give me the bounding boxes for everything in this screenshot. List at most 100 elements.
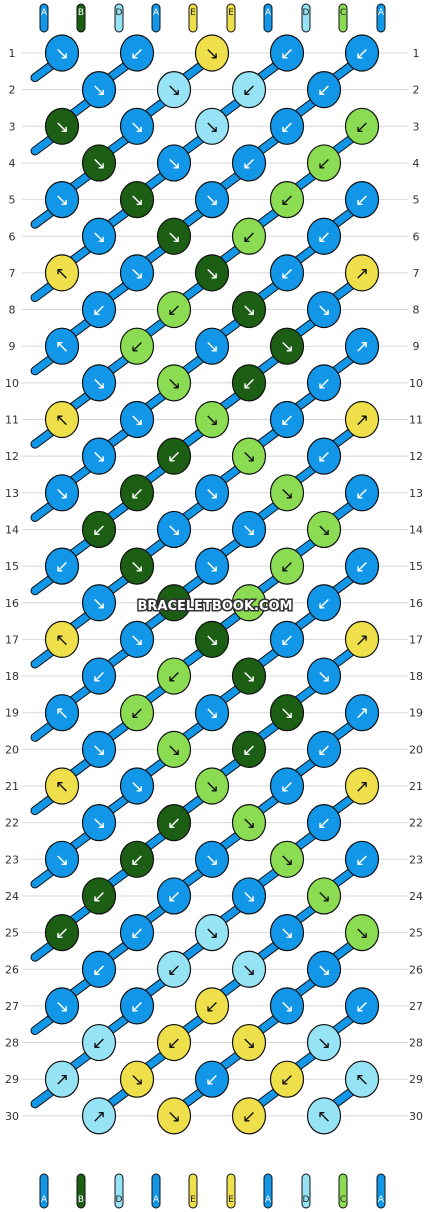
knot: ↙ xyxy=(156,1023,192,1062)
knot: ↙ xyxy=(194,1060,230,1098)
strand-segment xyxy=(218,611,243,631)
strand-segment xyxy=(68,98,93,118)
knot: ↙ xyxy=(306,804,342,842)
row-number-left: 3 xyxy=(9,120,16,133)
knot-arrow: ↗ xyxy=(355,777,369,797)
strand-segment xyxy=(106,867,131,888)
knot: ↙ xyxy=(231,144,267,182)
knot: ↙ xyxy=(269,400,305,439)
knot: ↙ xyxy=(156,657,192,695)
knot-arrow: ↘ xyxy=(55,997,69,1017)
knot-arrow: ↘ xyxy=(242,814,256,834)
knot: ↗ xyxy=(344,327,380,365)
strand-letter-top: E xyxy=(190,8,196,18)
knot-shape xyxy=(156,950,192,988)
knot: ↙ xyxy=(231,364,267,402)
knot-arrow: ↘ xyxy=(242,960,256,980)
knot-shape xyxy=(44,913,80,952)
strand-letter-bottom: A xyxy=(265,1195,272,1205)
knot-arrow: ↙ xyxy=(242,154,256,174)
strand-segment xyxy=(68,537,93,558)
strand-letter-bottom: D xyxy=(116,1195,123,1205)
strand-segment xyxy=(218,1051,243,1071)
strand-segment xyxy=(293,977,318,998)
strand-segment xyxy=(293,537,318,558)
row-number-right: 15 xyxy=(409,560,423,573)
strand-segment xyxy=(143,318,168,338)
knot-shape xyxy=(344,547,380,585)
knot-arrow: ↗ xyxy=(55,1070,69,1090)
knot-arrow: ↗ xyxy=(92,1107,106,1127)
knot-shape xyxy=(194,840,230,878)
strand-letter-top: B xyxy=(78,8,84,18)
row-number-right: 14 xyxy=(409,523,423,536)
knot-arrow: ↖ xyxy=(55,264,69,284)
knot: ↘ xyxy=(231,290,267,329)
row-number-right: 21 xyxy=(409,780,423,793)
knot-shape xyxy=(44,840,80,878)
knot-shape xyxy=(231,510,267,549)
knot: ↙ xyxy=(269,107,305,145)
knot: ↙ xyxy=(119,34,155,72)
knot-arrow: ↘ xyxy=(92,447,106,467)
knot-arrow: ↘ xyxy=(167,227,181,247)
knot-arrow: ↙ xyxy=(280,44,294,64)
knot: ↘ xyxy=(81,437,117,475)
strand-segment xyxy=(218,171,243,192)
knot: ↙ xyxy=(344,181,380,219)
knot-shape xyxy=(194,694,230,732)
knot-shape xyxy=(306,290,342,329)
strand-segment xyxy=(256,61,281,82)
knot: ↗ xyxy=(344,620,380,659)
knot: ↙ xyxy=(156,877,192,915)
strand-segment xyxy=(331,281,356,302)
knot-arrow: ↘ xyxy=(205,924,219,944)
knot-arrow: ↙ xyxy=(317,81,331,101)
knot-shape xyxy=(344,913,380,952)
strand-segments xyxy=(30,3,386,1209)
knot-arrow: ↘ xyxy=(92,227,106,247)
knot-arrow: ↙ xyxy=(280,117,294,137)
knot-arrow: ↘ xyxy=(242,667,256,687)
knot: ↘ xyxy=(231,950,267,988)
knot-shape xyxy=(269,767,305,805)
knot-shape xyxy=(156,71,192,109)
knot-shape xyxy=(269,840,305,878)
strand-segment xyxy=(293,831,318,851)
knot-shape xyxy=(81,804,117,842)
knot-shape xyxy=(306,584,342,622)
strand-segment xyxy=(143,464,168,485)
knot-shape xyxy=(344,34,380,72)
knot-arrow: ↘ xyxy=(205,264,219,284)
knot-arrow: ↘ xyxy=(205,557,219,577)
knot-shape xyxy=(269,254,305,292)
knot: ↘ xyxy=(44,181,80,219)
strand-segment xyxy=(181,281,206,302)
knot-arrow: ↙ xyxy=(205,997,219,1017)
knot-arrow: ↘ xyxy=(205,704,219,724)
strand-segment xyxy=(256,428,281,448)
knot-arrow: ↘ xyxy=(167,594,181,614)
knot-arrow: ↘ xyxy=(130,630,144,650)
knot-shape xyxy=(194,474,230,512)
knot: ↘ xyxy=(119,400,155,439)
row-number-right: 19 xyxy=(409,707,423,720)
knot-shape xyxy=(81,584,117,622)
knot-shape xyxy=(119,1060,155,1098)
knot-shape xyxy=(194,913,230,952)
strand-letter-bottom: C xyxy=(340,1195,346,1205)
strand-segment xyxy=(181,428,206,448)
strand-segment xyxy=(181,208,206,228)
knot-shape xyxy=(344,400,380,439)
knot-arrow: ↙ xyxy=(55,924,69,944)
strand-segment xyxy=(106,1087,131,1108)
knot-shape xyxy=(156,437,192,475)
strand-segment xyxy=(31,134,56,155)
strand-segment xyxy=(143,391,168,411)
knot: ↘ xyxy=(194,327,230,365)
knot: ↘ xyxy=(119,547,155,585)
strand-segment xyxy=(293,757,318,778)
knot-shape xyxy=(231,290,267,329)
knot-arrow: ↘ xyxy=(130,557,144,577)
